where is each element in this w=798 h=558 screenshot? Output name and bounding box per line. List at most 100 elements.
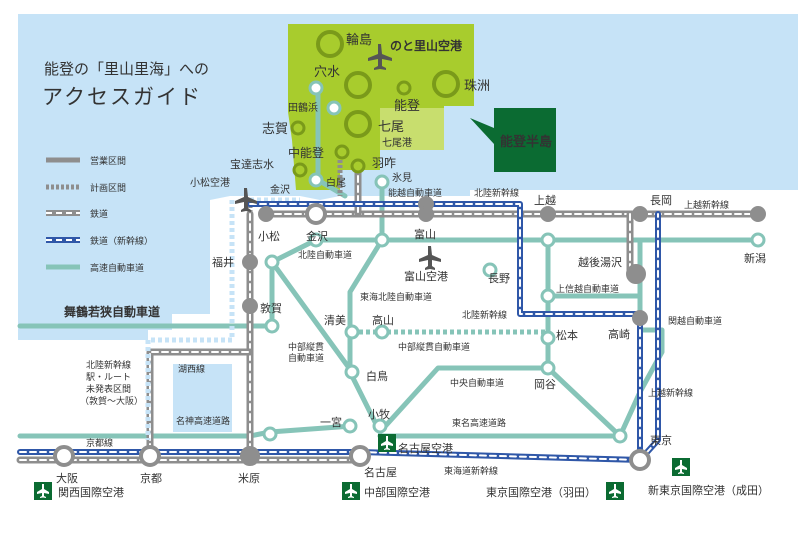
label-tokai-hokuriku-expressway: 東海北陸自動車道	[360, 291, 432, 303]
label-nagano-shinkansen: 上越新幹線	[648, 387, 693, 399]
haneda-airport-icon	[609, 484, 621, 498]
label-hokuriku-shinkansen-top: 北陸新幹線	[474, 187, 519, 199]
label-nakanoto: 中能登	[288, 145, 324, 160]
label-nanao-port: 七尾港	[382, 137, 412, 149]
label-kanetsu-expressway: 関越自動車道	[668, 315, 722, 327]
label-chubu-jukan: 中部縦貫自動車道	[398, 341, 470, 353]
noto-towns	[290, 30, 460, 178]
label-nagoya: 名古屋	[364, 465, 397, 479]
label-joetsu-shinkansen: 上越新幹線	[684, 199, 729, 211]
chubu-airport-icon	[345, 484, 357, 498]
label-hokuriku-expressway: 北陸自動車道	[298, 249, 352, 261]
noto-airport-icon	[368, 44, 392, 70]
label-nagaoka: 長岡	[650, 194, 672, 207]
noto-inner-light	[380, 108, 444, 150]
legend-shinkansen: 鉄道（新幹線）	[90, 235, 153, 247]
label-joetsu: 上越	[534, 193, 556, 207]
airplane-icons	[235, 44, 441, 270]
peninsula-callout	[470, 108, 556, 172]
station-nodes	[53, 172, 766, 471]
label-osaka: 大阪	[56, 471, 78, 485]
chubu-jukan	[269, 259, 355, 375]
label-hakui: 羽咋	[372, 156, 396, 170]
label-chuo-expressway: 中央自動車道	[450, 377, 504, 389]
page-subtitle: 能登の「里山里海」への	[44, 60, 209, 78]
komatsu-airport-icon	[235, 188, 257, 212]
label-chubu-jukan-2a: 中部縦貫	[288, 341, 324, 353]
label-takasaki: 高崎	[608, 327, 630, 341]
toyama-airport-icon	[419, 246, 441, 270]
label-maibara: 米原	[238, 472, 260, 485]
label-shika: 志賀	[262, 122, 288, 137]
label-tokyo: 東京	[650, 433, 672, 447]
peninsula-label: 能登半島	[500, 134, 552, 150]
station-labels: 金沢 金沢 小松 福井 敦賀 富山 上越 長岡 新潟 越後湯沢 長野 高崎 松本…	[56, 183, 766, 485]
kansai-airport-icon	[37, 484, 49, 498]
label-shirotori: 白鳥	[366, 369, 388, 383]
legend: 営業区間 計画区間 鉄道 鉄道（新幹線） 高速自動車道	[46, 155, 153, 274]
label-chubu-airport: 中部国際空港	[364, 485, 430, 499]
legend-operating: 営業区間	[90, 155, 126, 167]
chuo-road	[377, 365, 623, 439]
label-kyoto-line: 京都線	[86, 437, 113, 449]
label-toyama-airport: 富山空港	[404, 269, 448, 283]
label-ichinomiya: 一宮	[320, 415, 342, 429]
label-hokuriku-unplanned-3: 未発表区間	[86, 383, 131, 395]
hokuriku-road	[17, 237, 763, 329]
label-himi: 氷見	[392, 171, 412, 184]
label-kansai-airport: 関西国際空港	[58, 485, 124, 499]
label-kyoto: 京都	[140, 471, 162, 485]
label-anamizu: 穴水	[314, 65, 340, 80]
label-tatsuruhama: 田鶴浜	[288, 101, 318, 114]
label-noetsu-expressway: 能越自動車道	[388, 187, 442, 199]
label-kanazawa-top: 金沢	[270, 183, 290, 196]
label-nagano: 長野	[488, 272, 510, 285]
label-kanazawa: 金沢	[306, 229, 328, 243]
label-maizuru-wakasa: 舞鶴若狭自動車道	[63, 304, 160, 319]
label-narita-airport: 新東京国際空港（成田）	[648, 483, 769, 497]
expressways	[17, 83, 763, 439]
legend-expressway: 高速自動車道	[90, 262, 144, 274]
label-okaya: 岡谷	[534, 378, 556, 391]
label-toyama: 富山	[414, 227, 436, 241]
noto-labels: 輪島 のと里山空港 穴水 珠洲 田鶴浜 能登 志賀 七尾 七尾港 中能登 羽咋 …	[230, 32, 490, 189]
label-komatsu: 小松	[258, 229, 280, 243]
label-tokaido-shinkansen: 東海道新幹線	[444, 465, 498, 477]
label-chubu-jukan-2b: 自動車道	[288, 352, 324, 364]
airport-labels: 小松空港 富山空港 名古屋空港 関西国際空港 中部国際空港 東京国際空港（羽田）…	[58, 176, 769, 499]
airport-badges	[34, 434, 690, 500]
label-noto: 能登	[394, 99, 420, 114]
label-komatsu-airport: 小松空港	[190, 176, 230, 189]
label-echigo-yuzawa: 越後湯沢	[578, 255, 622, 269]
label-hokuriku-unplanned-1: 北陸新幹線	[86, 359, 131, 371]
label-hokuriku-shinkansen-mid: 北陸新幹線	[462, 309, 507, 321]
label-hokuriku-unplanned-2: 駅・ルート	[86, 372, 131, 383]
label-noto-airport: のと里山空港	[390, 38, 463, 53]
label-nanao: 七尾	[378, 120, 404, 135]
label-shiroo: 白尾	[326, 176, 346, 189]
label-kosei-line: 湖西線	[178, 363, 205, 375]
label-kiyomi: 清美	[324, 314, 346, 327]
page-title: アクセスガイド	[42, 85, 202, 109]
nagoya-airport-icon	[381, 436, 393, 450]
label-komaki: 小牧	[368, 407, 390, 421]
legend-planned: 計画区間	[90, 182, 126, 194]
label-meishin-expressway: 名神高速道路	[176, 415, 230, 427]
sea-area	[18, 14, 798, 340]
label-tsuruga: 敦賀	[260, 301, 282, 315]
label-nagoya-airport: 名古屋空港	[398, 441, 453, 455]
label-suzu: 珠洲	[464, 79, 490, 94]
route-labels: 能越自動車道 北陸新幹線 上越新幹線 北陸自動車道 東海北陸自動車道 北陸新幹線…	[63, 187, 729, 477]
label-haneda-airport: 東京国際空港（羽田）	[486, 485, 596, 499]
label-fukui: 福井	[212, 255, 234, 269]
label-hodatsushimizu: 宝達志水	[230, 157, 274, 171]
legend-rail: 鉄道	[90, 208, 108, 220]
label-joshinetsu-expressway: 上信越自動車道	[556, 283, 619, 295]
label-wajima: 輪島	[346, 32, 372, 48]
label-hokuriku-unplanned-4: （敦賀～大阪）	[80, 395, 143, 407]
narita-airport-icon	[675, 460, 687, 474]
label-niigata: 新潟	[744, 251, 766, 265]
label-matsumoto: 松本	[556, 328, 578, 342]
